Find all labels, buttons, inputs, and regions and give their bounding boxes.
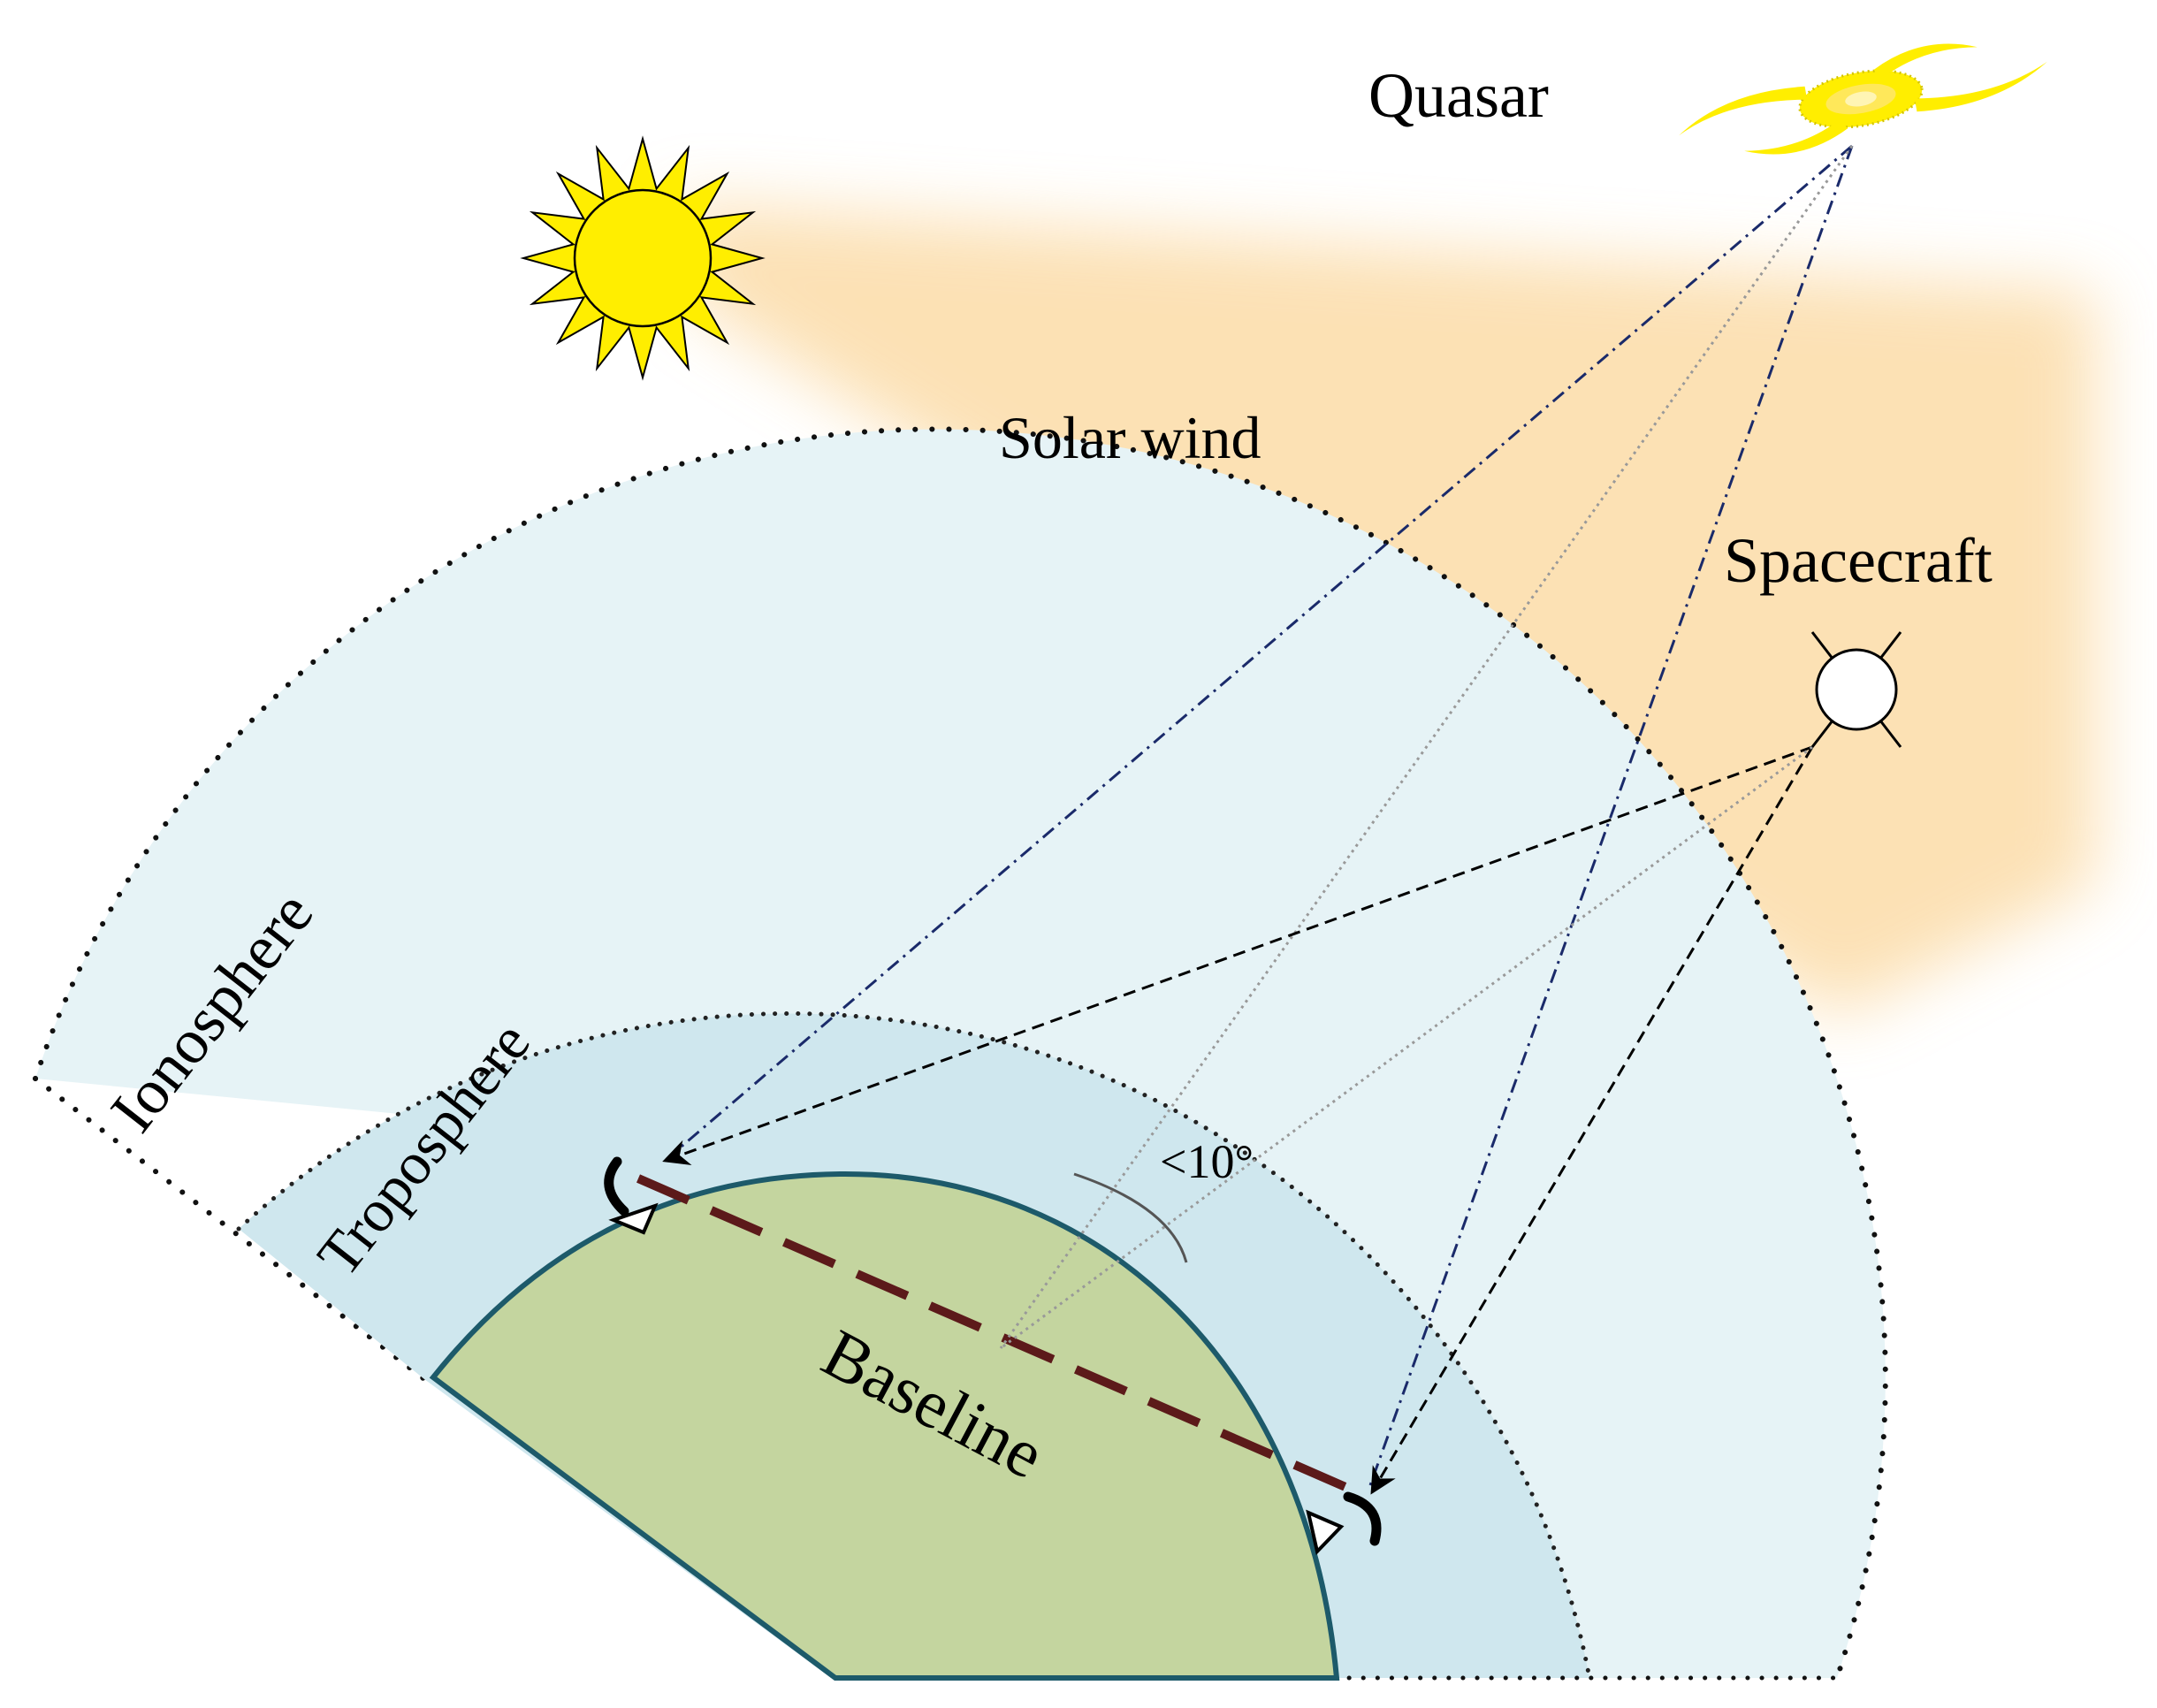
sun-icon [520,135,766,381]
troposphere-boundary [236,1010,1592,1681]
spacecraft-label: Spacecraft [1724,525,1993,596]
spacecraft-icon [1810,631,1902,748]
antenna-dish-icon [604,1156,659,1235]
quasar-ray-left [664,144,1853,1163]
earth-segment [429,1170,1340,1681]
angle-label: <10° [1160,1135,1254,1188]
quasar-label: Quasar [1368,60,1549,131]
angle-arc [1073,1172,1188,1263]
antenna-dish-icon [1306,1491,1382,1556]
solar-wind-label: Solar wind [999,404,1261,471]
ionosphere-boundary [33,426,1888,1681]
spacecraft-ray-right [1370,746,1814,1495]
spacecraft-center-ray [1000,745,1813,1350]
spacecraft-ray-left [662,745,1813,1165]
baseline-line [636,1174,1368,1500]
quasar-center-ray [999,145,1854,1349]
ionosphere-edge [33,1076,427,1382]
quasar-galaxy-icon [1679,43,2047,155]
quasar-ray-right [1368,145,1854,1486]
